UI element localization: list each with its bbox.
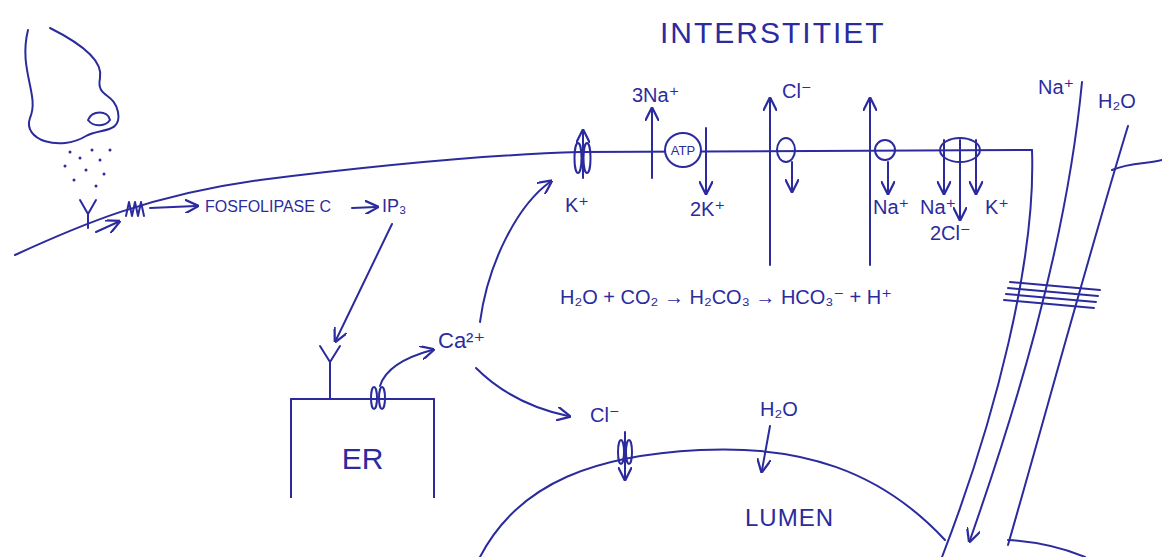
ion-label: Ca²⁺ xyxy=(438,328,485,353)
ion-label: Na⁺ xyxy=(1038,76,1074,99)
enzyme-label: FOSFOLIPASE C xyxy=(205,198,331,216)
atp-pump: ATP xyxy=(664,132,702,168)
ion-label: K⁺ xyxy=(565,194,589,217)
ion-label: Cl⁻ xyxy=(782,80,811,103)
reaction-equation: H₂O + CO₂ → H₂CO₃ → HCO₃⁻ + H⁺ xyxy=(560,286,892,309)
messenger-label: IP₃ xyxy=(382,196,406,217)
region-title: INTERSTITIET xyxy=(660,16,886,51)
molecule-label: H₂O xyxy=(1098,90,1136,113)
ion-label: K⁺ xyxy=(985,196,1009,219)
er-box: ER xyxy=(290,398,435,498)
ion-label: 2K⁺ xyxy=(690,198,725,221)
ion-label: Na⁺ xyxy=(873,196,909,219)
region-title: LUMEN xyxy=(745,504,834,532)
node-text: ATP xyxy=(671,143,695,158)
ion-label: 3Na⁺ xyxy=(632,84,679,107)
ion-label: Na⁺ xyxy=(920,196,956,219)
ion-label: Cl⁻ xyxy=(590,404,619,427)
node-text: ER xyxy=(342,442,384,476)
ion-label: 2Cl⁻ xyxy=(930,222,971,245)
molecule-label: H₂O xyxy=(760,398,798,421)
